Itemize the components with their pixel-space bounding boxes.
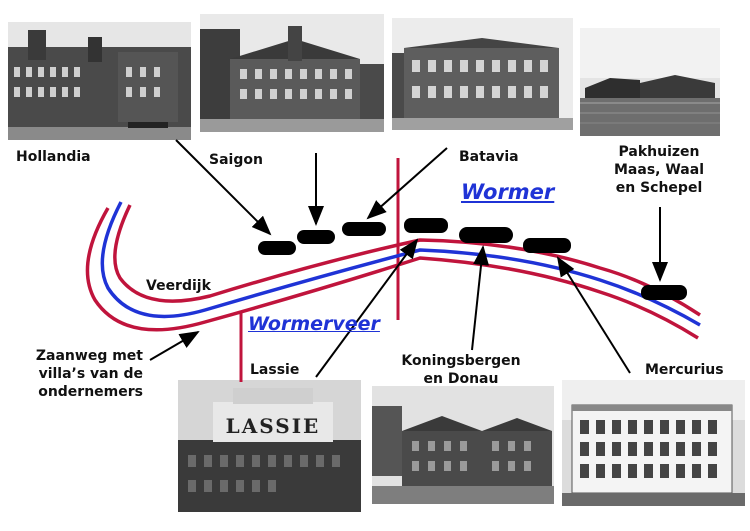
arrow-batavia: [366, 147, 448, 220]
label-koningsbergen-line-1: Koningsbergen: [401, 353, 521, 369]
label-pakhuizen: Pakhuizen Maas, Waal en Schepel: [596, 143, 722, 197]
label-koningsbergen: Koningsbergen en Donau: [386, 352, 536, 388]
label-pakhuizen-line-1: Pakhuizen: [618, 144, 700, 160]
arrow-lassie: [315, 238, 419, 378]
place-wormer: Wormer: [461, 180, 555, 204]
pakhuizen-photo-drawing: [580, 28, 720, 136]
batavia-photo-drawing: [392, 18, 573, 130]
river-zaan: [100, 201, 701, 327]
koningsbergen-photo-drawing: [372, 386, 554, 504]
label-lassie: Lassie: [250, 362, 300, 378]
arrow-hollandia: [175, 139, 272, 236]
marker-mercurius: [523, 238, 571, 253]
mercurius-photo-drawing: [562, 380, 745, 506]
marker-pakhuizen: [641, 285, 687, 300]
label-zaanweg-line-2: villa’s van de: [38, 366, 143, 382]
marker-lassie: [404, 218, 448, 233]
saigon-photo: [200, 14, 384, 132]
marker-hollandia: [258, 241, 296, 255]
pakhuizen-photo: [580, 28, 720, 136]
batavia-photo: [392, 18, 573, 130]
hollandia-photo-drawing: [8, 22, 191, 140]
saigon-photo-drawing: [200, 14, 384, 132]
lassie-sign-text: LASSIE: [226, 414, 321, 438]
arrow-mercurius: [556, 256, 631, 374]
label-veerdijk: Veerdijk: [146, 278, 211, 294]
lassie-photo: LASSIE: [178, 380, 361, 512]
label-hollandia: Hollandia: [16, 149, 91, 165]
hollandia-photo: [8, 22, 191, 140]
marker-saigon: [297, 230, 335, 244]
arrow-zaanweg: [149, 330, 200, 361]
label-zaanweg: Zaanweg met villa’s van de ondernemers: [10, 347, 143, 401]
label-saigon: Saigon: [209, 152, 263, 168]
mercurius-photo: [562, 380, 745, 506]
river-bank-east: [113, 204, 701, 317]
label-mercurius: Mercurius: [645, 362, 724, 378]
label-batavia: Batavia: [459, 149, 519, 165]
place-wormerveer: Wormerveer: [248, 313, 380, 335]
label-pakhuizen-line-2: Maas, Waal: [614, 162, 704, 178]
label-zaanweg-line-1: Zaanweg met: [35, 348, 143, 364]
label-pakhuizen-line-3: en Schepel: [615, 180, 703, 196]
lassie-photo-drawing: LASSIE: [178, 380, 361, 512]
label-koningsbergen-line-2: en Donau: [423, 371, 499, 387]
marker-koningsbergen: [459, 227, 513, 243]
koningsbergen-photo: [372, 386, 554, 504]
label-zaanweg-line-3: ondernemers: [38, 384, 143, 400]
arrow-koningsbergen: [471, 245, 490, 351]
marker-batavia: [342, 222, 386, 236]
river-bank-west: [85, 207, 699, 340]
